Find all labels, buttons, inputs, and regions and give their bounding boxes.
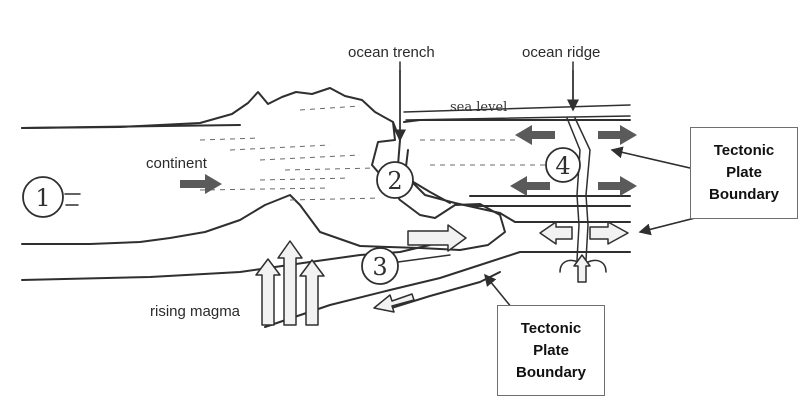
box-right-line-3: Boundary bbox=[709, 184, 779, 206]
spreading-arrow-right bbox=[590, 222, 628, 244]
boundary-arrow-mid bbox=[640, 218, 695, 232]
continent-crust bbox=[22, 88, 505, 250]
marker-2-number: 2 bbox=[387, 167, 402, 195]
marker-3-number: 3 bbox=[372, 253, 387, 281]
box-bottom-line-1: Tectonic bbox=[516, 318, 586, 340]
ridge-arrow-left-bottom bbox=[510, 176, 550, 196]
marker-1-number: 1 bbox=[35, 184, 50, 212]
spreading-arrow-left bbox=[540, 222, 572, 244]
ridge-arrow-right-top bbox=[598, 125, 637, 145]
subducting-slab-top bbox=[404, 120, 630, 122]
sea-level-line bbox=[404, 105, 630, 112]
continent-arrow bbox=[180, 174, 222, 194]
tectonic-plate-boundary-box-bottom: Tectonic Plate Boundary bbox=[497, 305, 605, 396]
ridge-arrow-left-top bbox=[515, 125, 555, 145]
ocean-ridge-label: ocean ridge bbox=[522, 44, 600, 61]
sea-level-label: sea level bbox=[450, 100, 507, 115]
magma-arrow-3 bbox=[300, 260, 324, 325]
box-bottom-line-3: Boundary bbox=[516, 362, 586, 384]
boundary-arrow-bottom bbox=[485, 275, 512, 308]
tectonic-plate-boundary-box-right: Tectonic Plate Boundary bbox=[690, 127, 798, 219]
rising-magma-label: rising magma bbox=[150, 303, 240, 320]
boundary-arrow-top bbox=[612, 150, 690, 168]
box-right-line-1: Tectonic bbox=[709, 140, 779, 162]
marker-4-number: 4 bbox=[555, 152, 570, 180]
ocean-trench-label: ocean trench bbox=[348, 44, 435, 61]
continent-label: continent bbox=[146, 155, 207, 172]
box-right-line-2: Plate bbox=[709, 162, 779, 184]
magma-arrow-2 bbox=[278, 241, 302, 325]
marker-1-dashes bbox=[65, 194, 80, 205]
box-bottom-line-2: Plate bbox=[516, 340, 586, 362]
marker-3-leader bbox=[398, 255, 450, 262]
ridge-arrow-right-bottom bbox=[598, 176, 637, 196]
